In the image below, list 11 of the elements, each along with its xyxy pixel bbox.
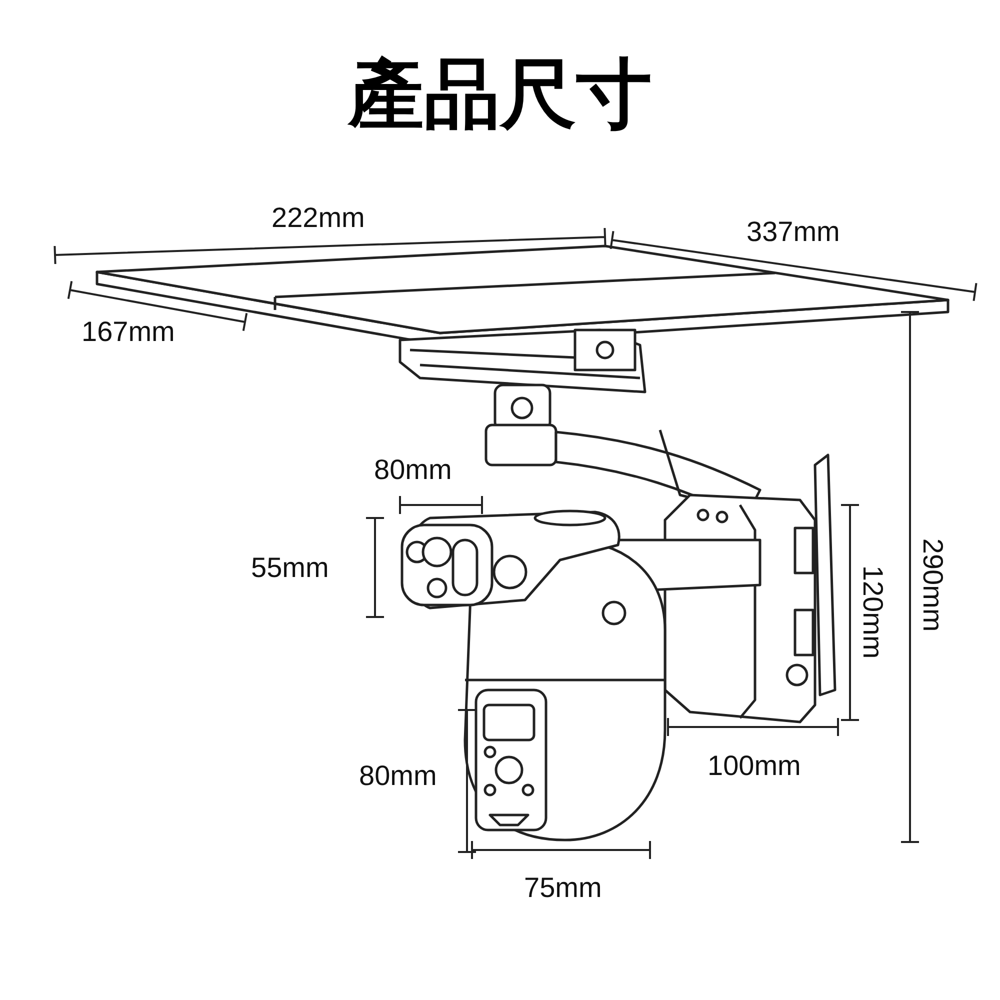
dimension-label: 167mm bbox=[82, 318, 175, 346]
dimension-label: 75mm bbox=[524, 874, 602, 902]
dimension-label: 55mm bbox=[251, 554, 329, 582]
dimension-label: 290mm bbox=[918, 538, 946, 632]
dimension-label: 80mm bbox=[359, 762, 437, 790]
dimension-label: 100mm bbox=[708, 752, 801, 780]
title: 產品尺寸 bbox=[348, 49, 652, 138]
dimension-label: 80mm bbox=[374, 456, 452, 484]
dimension-label: 222mm bbox=[272, 204, 365, 232]
dimension-label: 120mm bbox=[858, 565, 886, 659]
dimension-label: 337mm bbox=[746, 218, 840, 246]
